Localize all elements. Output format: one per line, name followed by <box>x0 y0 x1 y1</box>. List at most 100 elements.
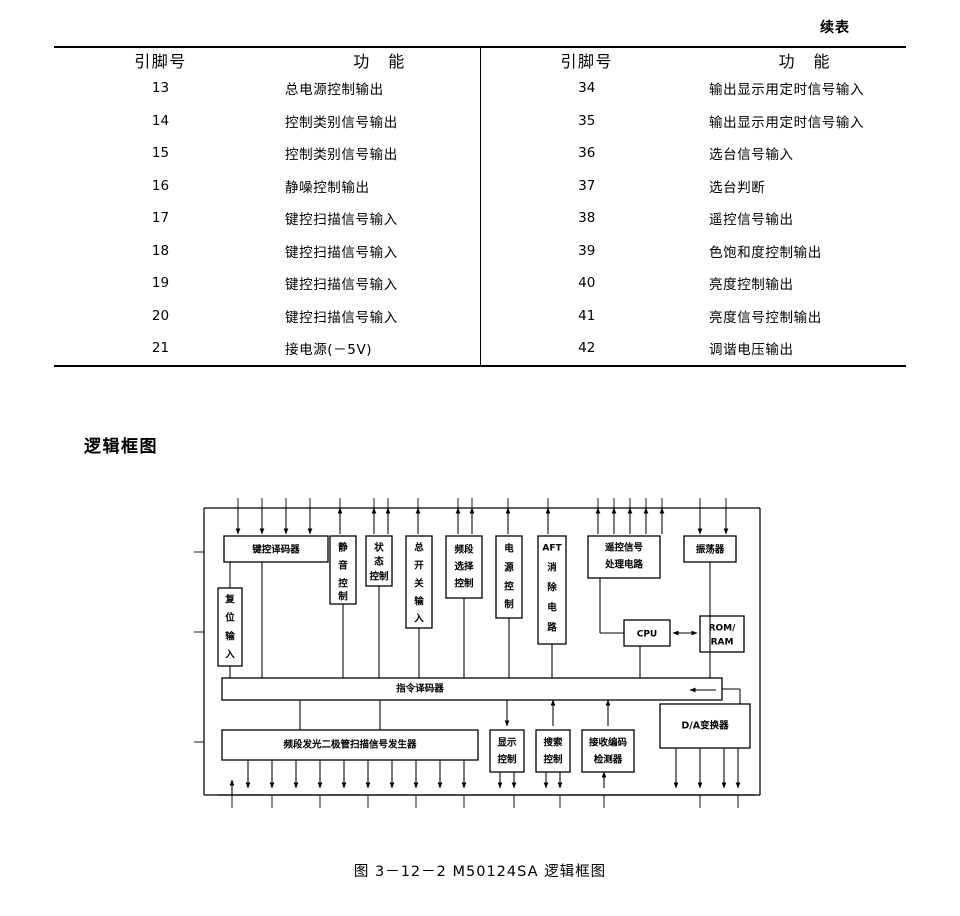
block-key-decoder: 键控译码器 <box>223 535 329 563</box>
cell-function-left: 控制类别信号输出 <box>267 104 481 137</box>
table-row: 21 接电源(－5V) 42 调谐电压输出 <box>54 332 906 367</box>
cell-pin-left: 18 <box>151 242 170 259</box>
cell-function-left: 静噪控制输出 <box>267 169 481 202</box>
logic-block-diagram: 键控译码器 复 位 输 入 静 音 控 制 状 态 控制 总 开 关 输 入 频… <box>0 492 960 832</box>
svg-text:接收编码: 接收编码 <box>589 737 628 749</box>
table-row: 19 键控扫描信号输入 40 亮度控制输出 <box>54 267 906 300</box>
svg-text:电: 电 <box>504 543 514 555</box>
cell-pin-right: 40 <box>479 267 693 300</box>
cell-pin-right: 36 <box>479 137 693 170</box>
svg-text:源: 源 <box>504 562 514 574</box>
svg-text:复: 复 <box>224 594 235 606</box>
svg-text:制: 制 <box>504 599 514 611</box>
cell-pin-left: 19 <box>151 275 170 292</box>
diagram-canvas: 键控译码器 复 位 输 入 静 音 控 制 状 态 控制 总 开 关 输 入 频… <box>194 498 761 808</box>
cell-pin-right: 41 <box>479 299 693 332</box>
block-mute-control: 静 音 控 制 <box>329 535 357 605</box>
cell-function-left: 控制类别信号输出 <box>267 137 481 170</box>
block-instruction-decoder: 指令译码器 <box>221 677 723 701</box>
svg-text:ROM/: ROM/ <box>709 624 737 634</box>
table-row: 16 静噪控制输出 37 选台判断 <box>54 169 906 202</box>
column-header-pin-left: 引脚号 <box>134 52 187 71</box>
svg-text:选择: 选择 <box>454 561 474 573</box>
cell-pin-right: 42 <box>479 332 693 367</box>
column-header-function-left: 功 能 <box>267 48 481 72</box>
left-side-rail <box>194 551 204 743</box>
block-reset-input: 复 位 输 入 <box>217 587 243 667</box>
svg-text:RAM: RAM <box>711 638 734 648</box>
cell-function-left: 键控扫描信号输入 <box>267 299 481 332</box>
svg-text:检测器: 检测器 <box>594 754 623 766</box>
svg-text:频段: 频段 <box>454 544 474 556</box>
table-row: 14 控制类别信号输出 35 输出显示用定时信号输入 <box>54 104 906 137</box>
svg-text:输: 输 <box>225 631 235 643</box>
cell-pin-left: 13 <box>151 80 170 97</box>
svg-text:关: 关 <box>414 578 424 590</box>
cell-function-left: 总电源控制输出 <box>267 72 481 105</box>
block-main-switch-input: 总 开 关 输 入 <box>405 535 433 629</box>
svg-text:入: 入 <box>413 614 424 625</box>
cell-function-left: 键控扫描信号输入 <box>267 202 481 235</box>
figure-caption: 图 3－12－2 M50124SA 逻辑框图 <box>353 864 607 880</box>
table-row: 18 键控扫描信号输入 39 色饱和度控制输出 <box>54 234 906 267</box>
svg-text:控: 控 <box>504 581 514 593</box>
svg-text:控制: 控制 <box>454 578 474 590</box>
svg-text:入: 入 <box>224 650 235 661</box>
svg-text:态: 态 <box>374 556 384 568</box>
svg-text:消: 消 <box>547 562 557 574</box>
svg-text:除: 除 <box>547 582 557 594</box>
svg-text:音: 音 <box>338 560 348 572</box>
svg-text:位: 位 <box>225 612 235 624</box>
svg-text:AFT: AFT <box>542 544 562 554</box>
svg-text:制: 制 <box>338 591 348 603</box>
block-aft-cancel-circuit: AFT 消 除 电 路 <box>537 535 567 645</box>
block-band-select-control: 频段 选择 控制 <box>445 535 483 599</box>
cell-function-right: 输出显示用定时信号输入 <box>709 114 865 131</box>
cell-function-left: 键控扫描信号输入 <box>267 234 481 267</box>
cell-pin-left: 21 <box>54 332 267 367</box>
svg-text:输: 输 <box>414 596 424 608</box>
cell-pin-left: 17 <box>151 210 170 227</box>
svg-text:状: 状 <box>374 542 384 554</box>
column-header-function-right: 功 能 <box>778 52 837 71</box>
svg-text:控制: 控制 <box>543 754 563 766</box>
top-pin-stubs <box>237 498 727 508</box>
cell-function-right: 亮度控制输出 <box>709 277 794 294</box>
table-row: 13 总电源控制输出 34 输出显示用定时信号输入 <box>54 72 906 105</box>
table-row: 17 键控扫描信号输入 38 遥控信号输出 <box>54 202 906 235</box>
block-label-instruction-decoder: 指令译码器 <box>396 683 444 695</box>
block-search-control: 搜索 控制 <box>535 729 571 773</box>
block-oscillator: 振荡器 <box>683 535 737 563</box>
top-input-arrows <box>235 507 729 535</box>
cell-function-right: 选台信号输入 <box>709 147 794 164</box>
svg-text:处理电路: 处理电路 <box>604 559 644 571</box>
cell-function-right: 输出显示用定时信号输入 <box>709 82 865 99</box>
block-label-oscillator: 振荡器 <box>696 544 725 556</box>
section-heading-logic-diagram: 逻辑框图 <box>84 437 158 457</box>
block-da-converter: D/A变换器 <box>659 703 751 749</box>
cell-pin-right: 39 <box>479 234 693 267</box>
block-label-led-scan-generator: 频段发光二极管扫描信号发生器 <box>283 739 417 751</box>
block-led-scan-generator: 频段发光二极管扫描信号发生器 <box>221 729 479 761</box>
svg-text:控: 控 <box>338 578 348 590</box>
svg-text:路: 路 <box>547 622 557 634</box>
internal-wires <box>229 562 741 730</box>
svg-text:搜索: 搜索 <box>543 737 563 749</box>
svg-text:开: 开 <box>414 561 424 572</box>
cell-function-right: 色饱和度控制输出 <box>709 244 822 261</box>
cell-pin-right: 35 <box>479 104 693 137</box>
table-row: 20 键控扫描信号输入 41 亮度信号控制输出 <box>54 299 906 332</box>
table-row: 15 控制类别信号输出 36 选台信号输入 <box>54 137 906 170</box>
cell-pin-left: 15 <box>151 145 170 162</box>
svg-text:电: 电 <box>547 602 557 614</box>
svg-text:静: 静 <box>338 542 348 554</box>
cell-pin-right: 37 <box>479 169 693 202</box>
block-power-control: 电 源 控 制 <box>495 535 523 619</box>
block-display-control: 显示 控制 <box>489 729 525 773</box>
continued-table-label: 续表 <box>820 20 850 36</box>
table-body: 13 总电源控制输出 34 输出显示用定时信号输入 14 控制类别信号输出 35… <box>54 72 906 367</box>
cell-function-right: 调谐电压输出 <box>693 332 906 367</box>
cell-pin-left: 14 <box>151 112 170 129</box>
svg-text:控制: 控制 <box>497 754 517 766</box>
block-receive-code-detector: 接收编码 检测器 <box>581 729 635 773</box>
